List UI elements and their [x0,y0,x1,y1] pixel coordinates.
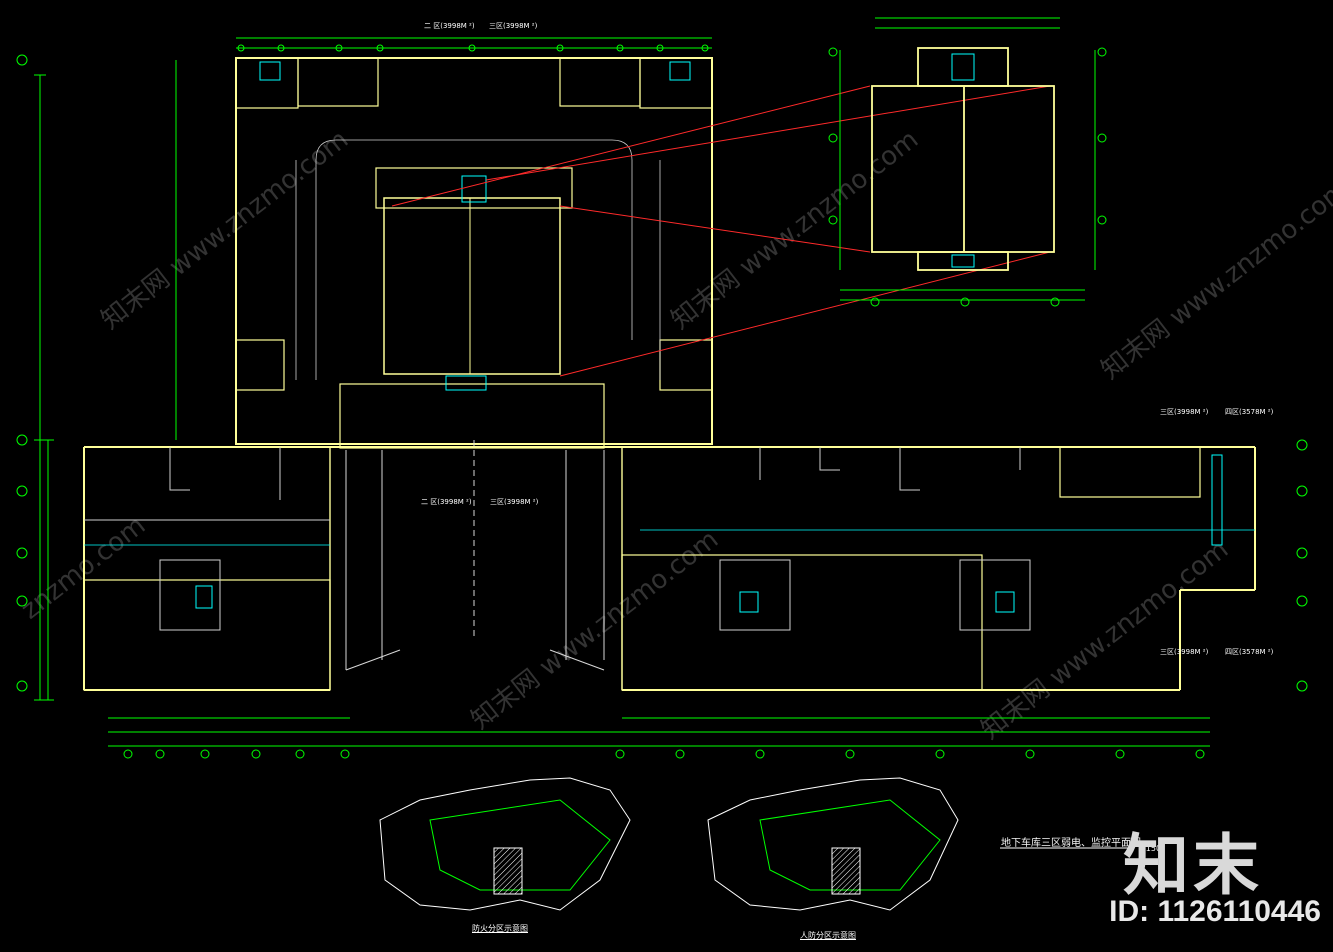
svg-text:知末网 www.znzmo.com: 知末网 www.znzmo.com [976,535,1234,746]
zone-label-top-left: 二 区(3998M ²) [424,22,475,30]
drive-aisle [295,139,661,380]
fire-zone-caption: 防火分区示意图 [472,924,528,933]
top-dimension-lines [236,37,712,52]
bottom-dimension-lines [108,717,1210,759]
right-axis-bubbles [1296,439,1308,692]
zone-label-mid-right: 三区(3998M ²) [490,498,539,506]
inset-plan [828,17,1107,307]
central-ramps [345,440,605,671]
stair-symbols [195,61,1223,613]
svg-text:知末网 www.znzmo.com: 知末网 www.znzmo.com [1096,175,1333,386]
svg-text:知末网 www.znzmo.com: 知末网 www.znzmo.com [466,525,724,736]
civil-defense-caption: 人防分区示意图 [800,931,856,940]
watermark-id: ID: 1126110446 [1109,895,1321,928]
left-dimension-lines [34,60,177,701]
zone-label-mid-left: 二 区(3998M ²) [421,498,472,506]
red-link-lines [391,85,1051,377]
civil-defense-diagram [707,777,959,911]
drawing-scale: 1:150 [1138,844,1162,853]
left-axis-bubbles [16,54,28,692]
svg-text:知末网 www.znzmo.com: 知末网 www.znzmo.com [666,125,924,336]
interior-partitions [84,447,1255,631]
zone-label-right-upper-b: 四区(3578M ²) [1225,408,1274,416]
zone-label-right-lower-a: 三区(3998M ²) [1160,648,1209,656]
zone-label-right-lower-b: 四区(3578M ²) [1225,648,1274,656]
diagonal-watermarks: 知末网 www.znzmo.com 知末网 www.znzmo.com 知末网 … [16,125,1333,746]
lower-band-walls [83,446,1256,691]
watermark-logo: 知末 [1123,827,1263,904]
drawing-title: 地下车库三区弱电、监控平面图 [1001,838,1141,849]
fire-zone-diagram [379,777,631,911]
zone-label-top-right: 三区(3998M ²) [489,22,538,30]
svg-text:知末网 www.znzmo.com: 知末网 www.znzmo.com [96,125,354,336]
zone-label-right-upper-a: 三区(3998M ²) [1160,408,1209,416]
